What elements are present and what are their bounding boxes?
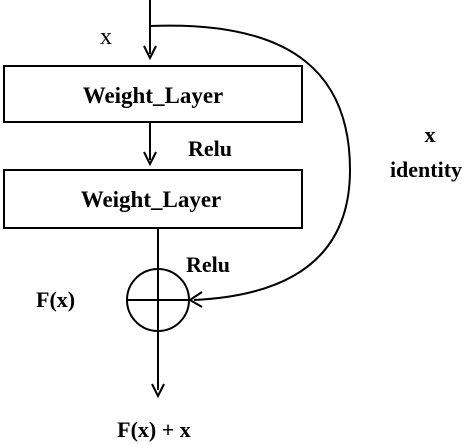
output-label: F(x) + x <box>117 417 191 442</box>
input-label: x <box>100 24 112 50</box>
relu-label-2: Relu <box>186 252 230 277</box>
middle-arrowhead-icon <box>143 151 157 167</box>
identity-label: identity <box>390 157 462 182</box>
relu-label-1: Relu <box>188 136 232 161</box>
input-arrowhead-icon <box>143 45 157 61</box>
circle-plus-icon <box>126 268 190 332</box>
identity-skip-curve <box>149 24 352 301</box>
identity-x-label: x <box>425 122 436 147</box>
weight-layer-1-label: Weight_Layer <box>83 83 224 108</box>
fx-label: F(x) <box>36 287 75 312</box>
weight-layer-1 <box>3 65 303 123</box>
output-arrowhead-icon <box>151 383 165 399</box>
identity-arrowhead-icon <box>188 291 203 308</box>
weight-layer-2 <box>3 169 303 229</box>
weight-layer-2-label: Weight_Layer <box>81 187 222 212</box>
